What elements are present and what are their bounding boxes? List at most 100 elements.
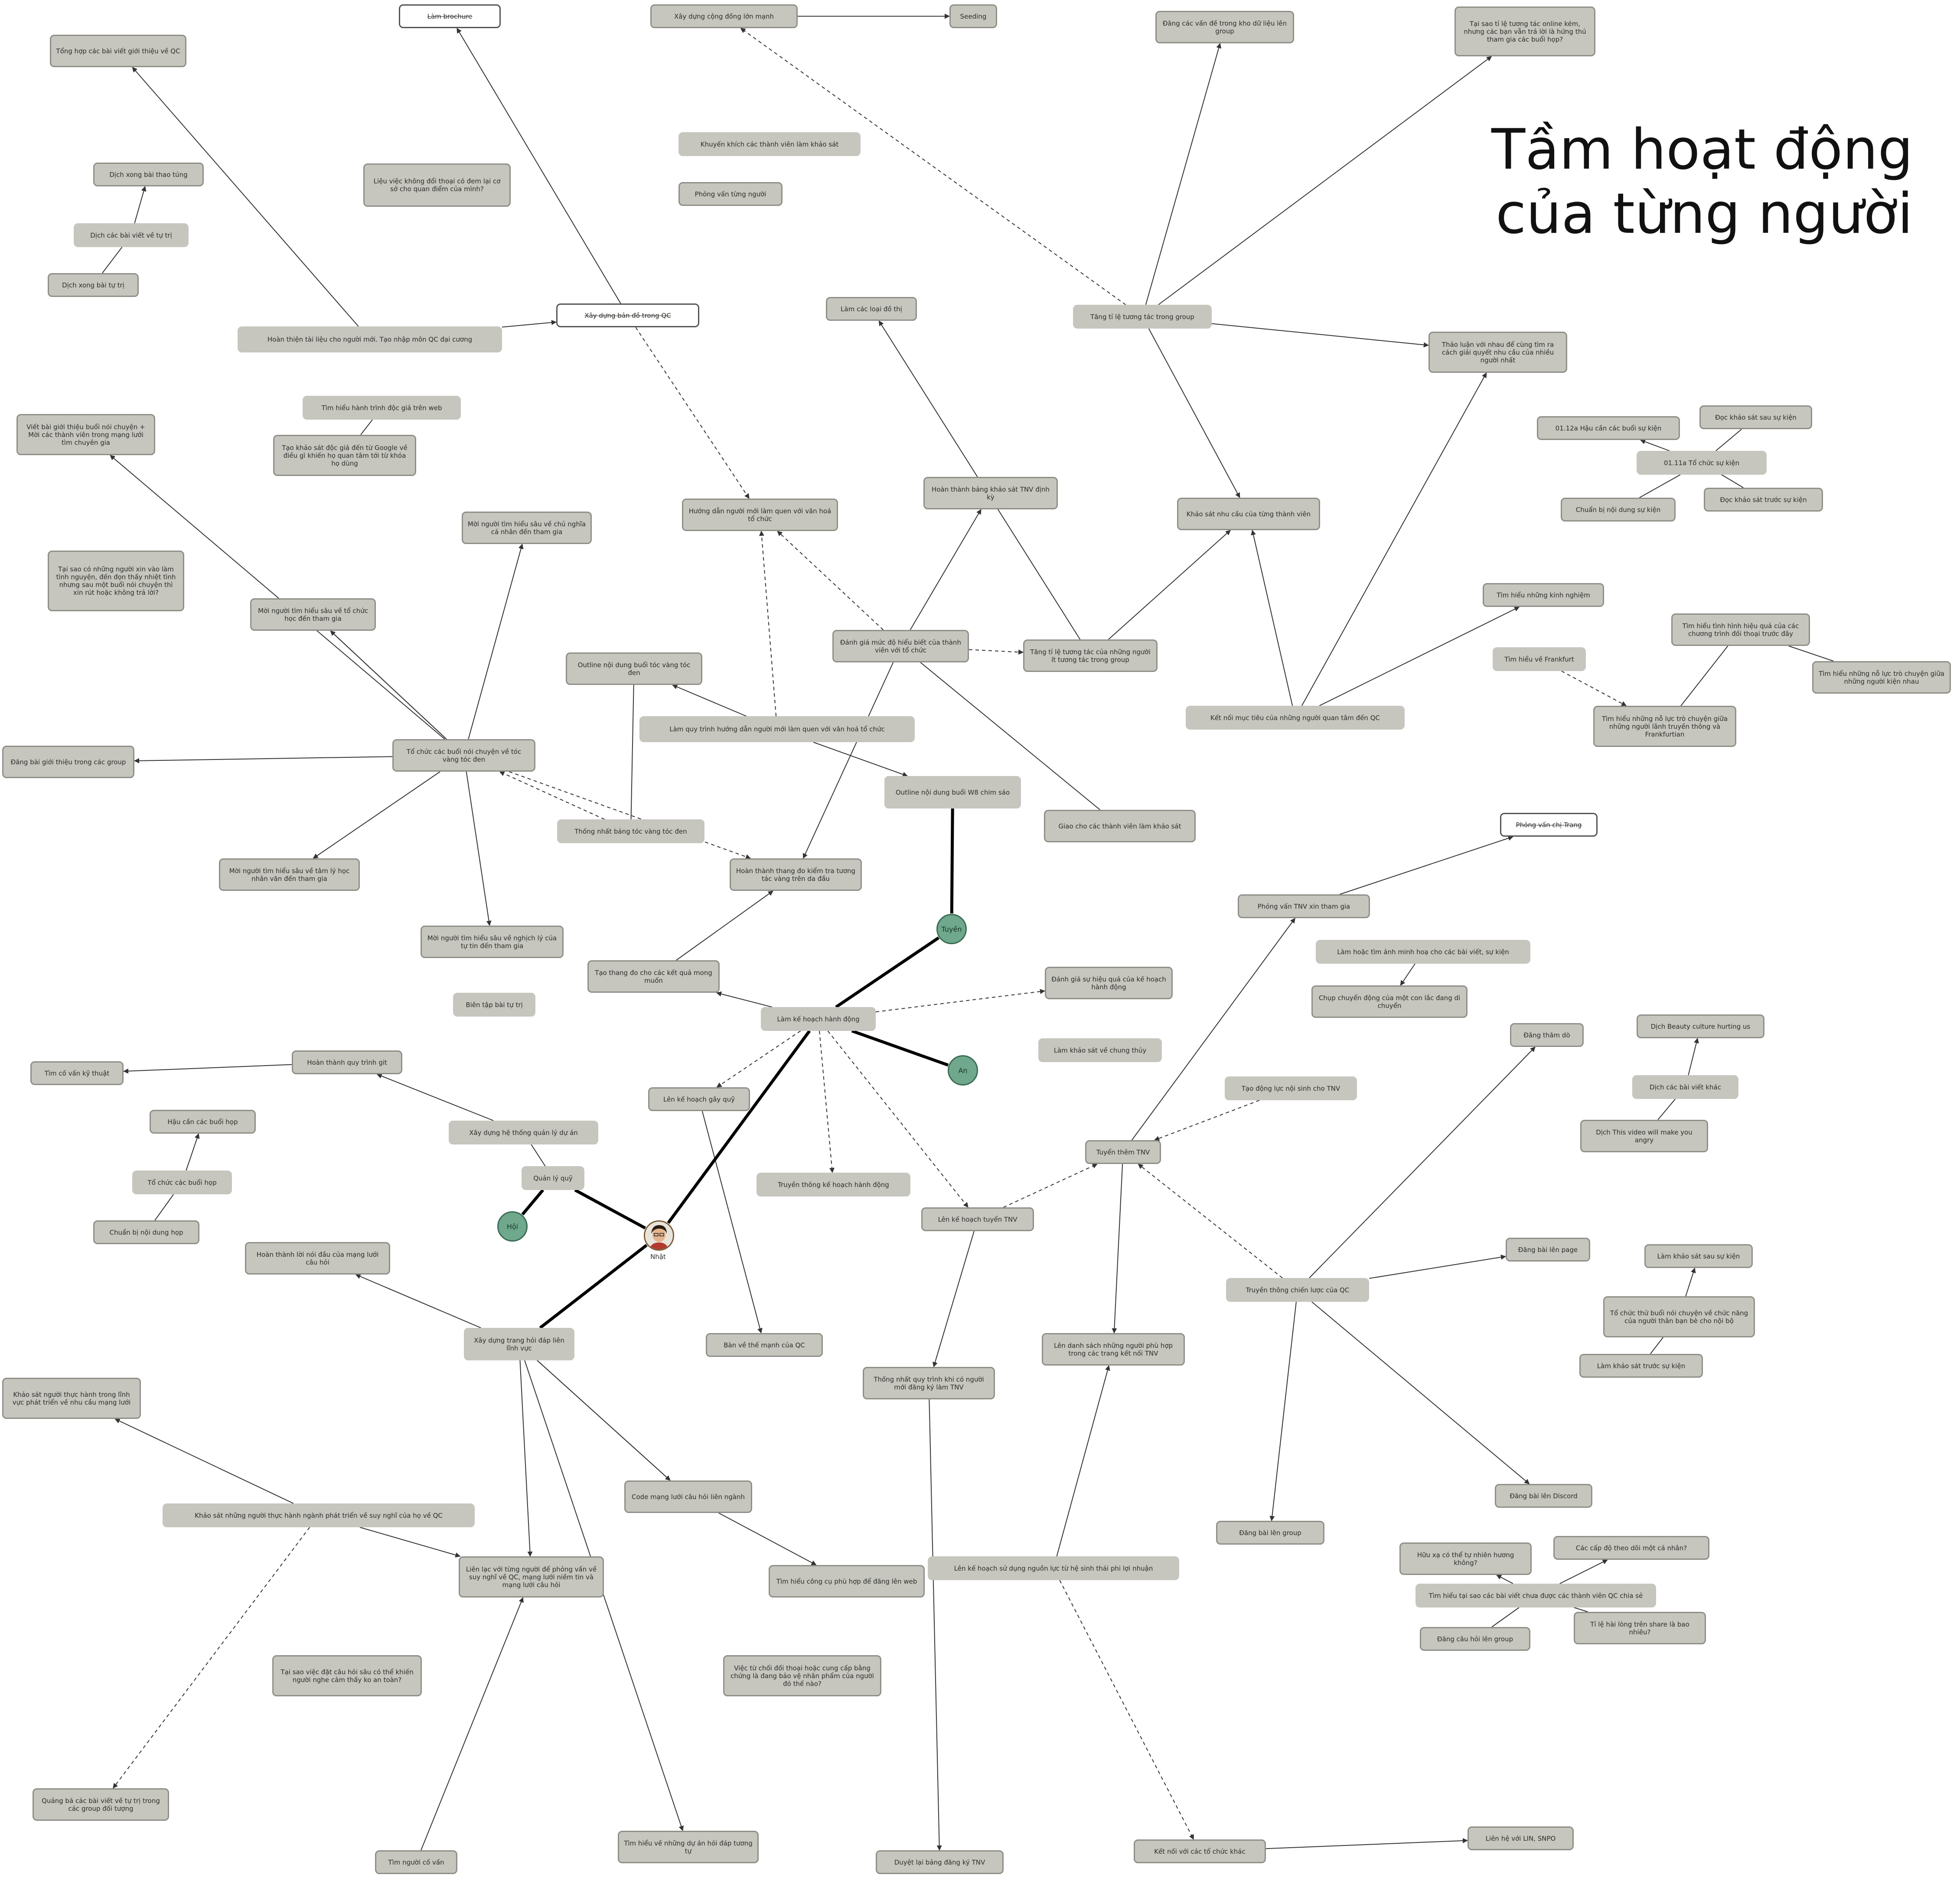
node-khao-sat-nhu-cau[interactable]: Khảo sát nhu cầu của từng thành viên [1177,498,1320,530]
node-tao-thang-do[interactable]: Tạo thang đo cho các kết quả mong muốn [587,960,720,993]
node-tim-hieu-frankfurtian[interactable]: Tìm hiểu những nỗ lực trò chuyện giữa nh… [1593,706,1736,747]
node-dich-bai-tu-tri[interactable]: Dịch các bài viết về tự trị [74,223,189,247]
node-danh-gia-muc-do[interactable]: Đánh giá mức độ hiểu biết của thành viên… [832,630,969,662]
node-hoan-thanh-quy-trinh-git[interactable]: Hoàn thành quy trình git [292,1050,402,1074]
node-tao-dong-luc[interactable]: Tạo động lực nội sinh cho TNV [1225,1076,1357,1100]
node-dang-tham-do[interactable]: Đăng thăm dò [1510,1023,1584,1047]
node-thao-luan[interactable]: Thảo luận với nhau để cùng tìm ra cách g… [1428,332,1567,373]
node-lam-hoac-tim-anh[interactable]: Làm hoặc tìm ảnh minh hoạ cho các bài vi… [1316,940,1530,964]
node-lam-ke-hoach[interactable]: Làm kế hoạch hành động [761,1007,876,1031]
node-khao-sat-nganh[interactable]: Khảo sát những người thực hành ngành phá… [163,1503,475,1527]
node-truyen-thong-chien-luoc[interactable]: Truyền thông chiến lược của QC [1226,1278,1369,1302]
node-tong-hop[interactable]: Tổng hợp các bài viết giới thiệu về QC [50,35,186,67]
node-phong-van-tung-nguoi[interactable]: Phỏng vấn từng người [678,182,783,206]
node-tim-hieu-truyen-thong[interactable]: Tìm hiểu tình hình hiệu quả của các chươ… [1671,613,1810,646]
node-dang-van-de[interactable]: Đăng các vấn đề trong kho dữ liệu lên gr… [1155,11,1294,43]
person-node-hoi[interactable]: Hội [497,1211,528,1242]
node-ban-ve-the-manh[interactable]: Bàn về thế mạnh của QC [706,1333,823,1357]
node-hau-can-buoi-hop[interactable]: Hậu cần các buổi họp [150,1110,256,1134]
node-dich-this-video[interactable]: Dịch This video will make you angry [1580,1120,1708,1152]
node-tai-sao-nguoi-xin-vao[interactable]: Tại sao có những người xin vào làm tình … [48,551,184,611]
node-huong-dan-nguoi-moi[interactable]: Hướng dẫn người mới làm quen với văn hoá… [682,499,838,531]
node-giao-khao-sat[interactable]: Giao cho các thành viên làm khảo sát [1044,810,1196,842]
node-tim-hieu-no-luc[interactable]: Tìm hiểu những nỗ lực trò chuyện giữa nh… [1812,661,1951,694]
node-dang-bai-len-page[interactable]: Đăng bài lên page [1506,1238,1590,1262]
node-dich-xong-tu-tri[interactable]: Dịch xong bài tự trị [48,273,139,297]
node-lam-brochure[interactable]: Làm brochure [399,4,501,28]
node-dich-bai-khac[interactable]: Dịch các bài viết khác [1632,1075,1738,1099]
person-avatar-nhat[interactable] [644,1220,674,1251]
node-duyet-lai[interactable]: Duyệt lại bảng đăng ký TNV [876,1850,1004,1874]
node-tim-nguoi-co-van[interactable]: Tìm người cố vấn [375,1850,457,1874]
node-danh-gia-hieu-qua[interactable]: Đánh giá sự hiệu quả của kế hoạch hành đ… [1045,967,1173,999]
node-lam-khao-sat-sau[interactable]: Làm khảo sát sau sự kiện [1644,1244,1753,1268]
node-cac-cap-do[interactable]: Các cấp độ theo dõi một cá nhân? [1553,1536,1709,1560]
node-thong-nhat-quy-trinh[interactable]: Thống nhất quy trình khi có người mới đă… [863,1367,995,1399]
node-truyen-thong-ke-hoach[interactable]: Truyền thông kế hoạch hành động [757,1173,910,1197]
node-quang-ba[interactable]: Quảng bá các bài viết về tự trị trong cá… [33,1788,169,1821]
node-phong-van-chi-trang[interactable]: Phỏng vấn chị Trang [1500,813,1598,837]
node-viec-tu-choi[interactable]: Việc từ chối đối thoại hoặc cung cấp bằn… [723,1655,881,1696]
node-dich-xong-thao-tung[interactable]: Dịch xong bài thao túng [93,163,204,186]
node-outline-toc-vang[interactable]: Outline nội dung buổi tóc vàng tóc đen [566,652,702,685]
node-dang-bai-gioi-thieu[interactable]: Đăng bài giới thiệu trong các group [2,746,134,778]
node-moi-nguoi-tam-ly[interactable]: Mời người tìm hiểu sâu về tâm lý học nhâ… [219,858,360,891]
node-moi-nguoi-nghich-ly[interactable]: Mời người tìm hiểu sâu về nghịch lý của … [421,926,564,958]
node-len-ke-hoach-gay-quy[interactable]: Lên kế hoạch gây quỹ [648,1087,750,1111]
node-to-chuc-thu-buoi[interactable]: Tổ chức thử buổi nói chuyện về chức năng… [1603,1296,1755,1337]
node-tim-co-van-ky-thuat[interactable]: Tìm cố vấn kỹ thuật [30,1061,124,1085]
node-to-chuc-buoi-hop[interactable]: Tổ chức các buổi họp [132,1170,232,1194]
node-lien-lac[interactable]: Liên lạc với từng người để phỏng vấn về … [459,1556,604,1598]
node-chup-chuyen-dong[interactable]: Chụp chuyển động của một con lắc đang di… [1311,985,1468,1018]
node-xay-dung-trang-hoi-dap[interactable]: Xây dựng trang hỏi đáp liên lĩnh vực [464,1328,574,1360]
node-lam-khao-sat-truoc[interactable]: Làm khảo sát trước sự kiện [1579,1354,1703,1378]
node-to-chuc-su-kien[interactable]: 01.11a Tổ chức sự kiện [1637,451,1767,475]
node-dang-cau-hoi[interactable]: Đăng câu hỏi lên group [1420,1627,1530,1651]
node-chuan-bi-noi-dung-su-kien[interactable]: Chuẩn bị nội dung sự kiện [1561,498,1676,522]
node-tang-ti-le-group[interactable]: Tăng tỉ lệ tương tác trong group [1073,305,1212,329]
node-tuyen-them-tnv[interactable]: Tuyển thêm TNV [1085,1140,1161,1164]
node-dang-bai-group[interactable]: Đăng bài lên group [1216,1521,1324,1545]
node-tai-sao-dat-cau-hoi[interactable]: Tại sao việc đặt câu hỏi sâu có thể khiế… [272,1655,422,1696]
node-to-chuc-noi-chuyen[interactable]: Tổ chức các buổi nói chuyện về tóc vàng … [392,739,535,772]
node-ti-le-hai-long[interactable]: Tỉ lệ hài lòng trên share là bao nhiêu? [1574,1612,1706,1644]
node-dang-bai-discord[interactable]: Đăng bài lên Discord [1495,1484,1592,1508]
node-outline-w8[interactable]: Outline nội dung buổi W8 chim sáo [884,776,1021,809]
node-code-mang-luoi[interactable]: Code mạng lưới câu hỏi liên ngành [624,1480,752,1513]
node-tim-hieu-du-an[interactable]: Tìm hiểu về những dự án hỏi đáp tương tự [618,1831,759,1863]
node-lam-khao-sat-chung[interactable]: Làm khảo sát về chung thủy [1038,1038,1162,1062]
node-tim-hieu-cong-cu[interactable]: Tìm hiểu công cụ phù hợp để đăng lên web [769,1565,925,1598]
node-dich-beauty[interactable]: Dịch Beauty culture hurting us [1637,1014,1764,1038]
node-phong-van-tnv[interactable]: Phỏng vấn TNV xin tham gia [1238,894,1370,918]
node-hoan-thien-tai-lieu[interactable]: Hoàn thiện tài liệu cho người mới. Tạo n… [238,326,502,352]
node-khao-sat-thuc-hanh[interactable]: Khảo sát người thực hành trong lĩnh vực … [2,1378,141,1419]
node-xay-dung-ban-do[interactable]: Xây dựng bản đồ trong QC [556,303,699,327]
node-doc-khao-sat-sau[interactable]: Đọc khảo sát sau sự kiện [1699,405,1812,429]
node-doc-khao-sat-truoc[interactable]: Đọc khảo sát trước sự kiện [1704,488,1823,512]
node-khuyen-khich[interactable]: Khuyến khích các thành viên làm khảo sát [678,132,861,156]
node-xay-dung-cong-dong[interactable]: Xây dựng cộng đồng lớn mạnh [650,4,798,28]
node-lien-he-lin[interactable]: Liên hệ với LIN, SNPO [1468,1826,1574,1850]
node-ket-noi-to-chuc[interactable]: Kết nối với các tổ chức khác [1134,1839,1266,1863]
node-len-danh-sach[interactable]: Lên danh sách những người phù hợp trong … [1042,1333,1185,1366]
node-tai-sao-tuong-tac[interactable]: Tại sao tỉ lệ tương tác online kém, nhưn… [1455,7,1595,56]
node-tim-hieu-hanh-trinh[interactable]: Tìm hiểu hành trình độc giả trên web [303,396,461,420]
node-hoan-thanh-thang-do[interactable]: Hoàn thành thang đo kiểm tra tương tác v… [730,858,862,891]
node-quan-ly-quy[interactable]: Quản lý quỹ [522,1166,584,1190]
node-lieu-viec[interactable]: Liệu việc không đổi thoại có đem lại cơ … [363,163,511,207]
node-moi-nguoi-chu-nghia[interactable]: Mời người tìm hiểu sâu về chủ nghĩa cá n… [462,512,592,544]
node-lam-cac-loai-do-thi[interactable]: Làm các loại đồ thị [826,297,917,321]
node-hoan-thanh-loi-noi-dau[interactable]: Hoàn thành lời nói đầu của mạng lưới câu… [245,1242,390,1275]
node-tang-ti-le-it-tuong-tac[interactable]: Tăng tỉ lệ tương tác của những người ít … [1023,639,1158,672]
node-tim-hieu-kinh-nghiem[interactable]: Tìm hiểu những kinh nghiệm [1483,583,1604,607]
node-tim-hieu-frankfurt[interactable]: Tìm hiểu về Frankfurt [1493,647,1586,671]
node-lam-quy-trinh[interactable]: Làm quy trình hướng dẫn người mới làm qu… [639,716,915,742]
node-moi-nguoi-to-chuc-hoc[interactable]: Mời người tìm hiểu sâu về tổ chức học đế… [250,598,376,631]
node-hoan-thanh-khao-sat-tnv[interactable]: Hoàn thành bảng khảo sát TNV định kỳ [923,477,1058,509]
node-tao-khao-sat-doc-gia[interactable]: Tạo khảo sát độc giả đến từ Google về đi… [273,435,416,476]
person-node-tuyen[interactable]: Tuyền [936,914,967,944]
node-len-ke-hoach-nguon-luc[interactable]: Lên kế hoạch sử dụng nguồn lực từ hệ sin… [928,1556,1179,1580]
node-chuan-bi-noi-dung-hop[interactable]: Chuẩn bị nội dung họp [93,1220,199,1244]
node-tim-hieu-tai-sao-bai[interactable]: Tìm hiểu tại sao các bài viết chưa được … [1415,1584,1656,1607]
node-len-ke-hoach-tuyen[interactable]: Lên kế hoạch tuyển TNV [921,1207,1034,1231]
